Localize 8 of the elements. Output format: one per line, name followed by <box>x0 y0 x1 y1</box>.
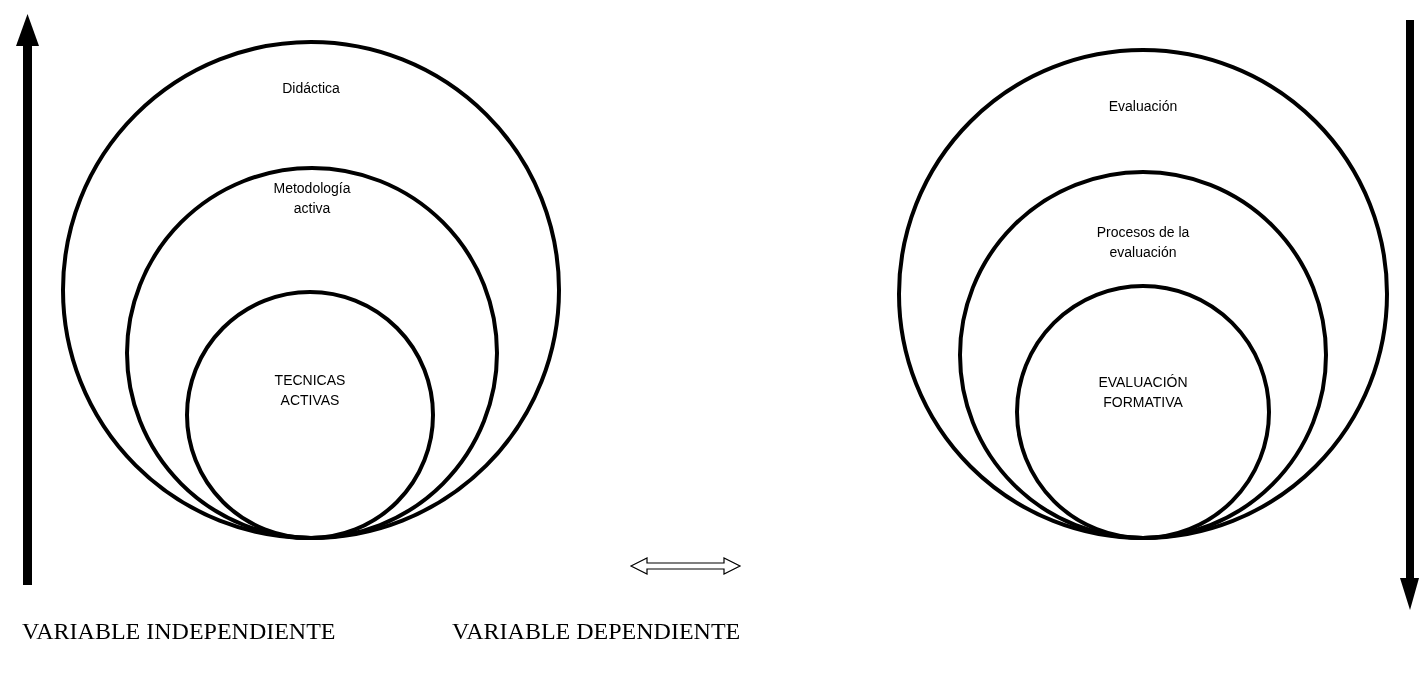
circle-label: Didáctica <box>282 79 340 98</box>
circle-label: Procesos de la evaluación <box>1095 223 1191 262</box>
circle-label: Metodología activa <box>272 179 352 218</box>
circle-label: EVALUACIÓN FORMATIVA <box>1097 373 1189 412</box>
variable-caption: VARIABLE DEPENDIENTE <box>452 618 741 645</box>
circle-label: Evaluación <box>1108 97 1178 116</box>
circle-label: TECNICAS ACTIVAS <box>273 371 347 410</box>
variable-caption: VARIABLE INDEPENDIENTE <box>22 618 336 645</box>
